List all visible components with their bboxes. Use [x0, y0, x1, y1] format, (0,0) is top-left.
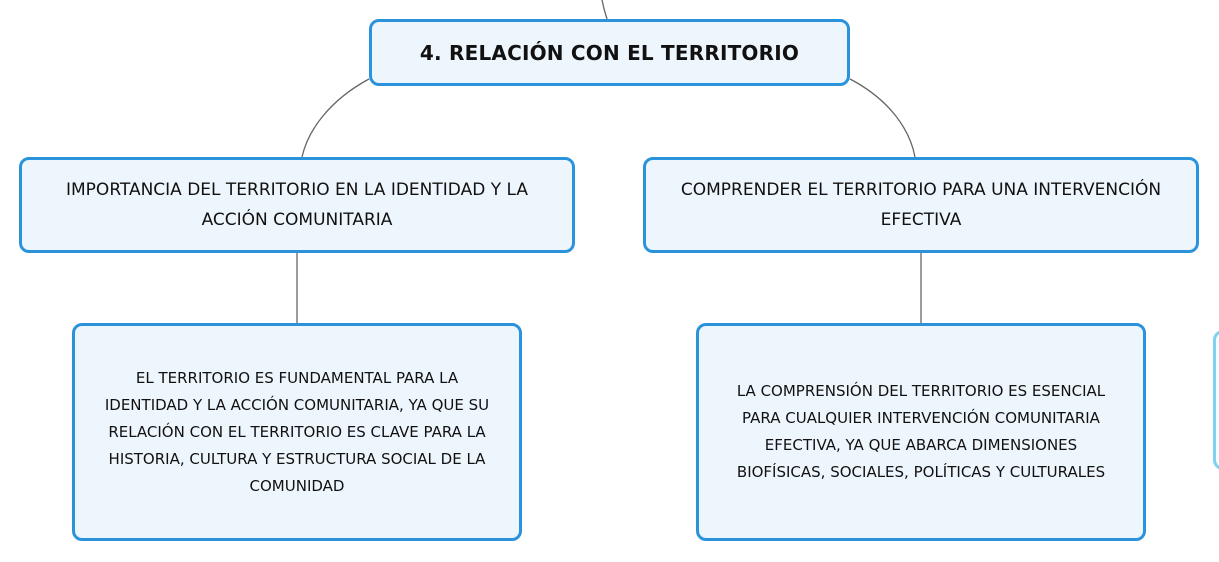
connector-root-to-left-topic — [301, 78, 370, 158]
detail-node-intervention-text: LA COMPRENSIÓN DEL TERRITORIO ES ESENCIA… — [736, 382, 1106, 481]
topic-node-identity[interactable]: IMPORTANCIA DEL TERRITORIO EN LA IDENTID… — [19, 157, 575, 253]
connector-from-parent — [601, 0, 608, 20]
topic-node-intervention-label: COMPRENDER EL TERRITORIO PARA UNA INTERV… — [680, 180, 1162, 230]
detail-node-identity-text: EL TERRITORIO ES FUNDAMENTAL PARA LA IDE… — [104, 368, 490, 495]
connector-root-to-right-topic — [849, 78, 916, 158]
partial-offscreen-node[interactable] — [1213, 330, 1219, 470]
root-node[interactable]: 4. RELACIÓN CON EL TERRITORIO — [369, 19, 850, 86]
topic-node-identity-label: IMPORTANCIA DEL TERRITORIO EN LA IDENTID… — [66, 180, 528, 230]
detail-node-identity[interactable]: EL TERRITORIO ES FUNDAMENTAL PARA LA IDE… — [72, 323, 522, 541]
topic-node-intervention[interactable]: COMPRENDER EL TERRITORIO PARA UNA INTERV… — [643, 157, 1199, 253]
detail-node-intervention[interactable]: LA COMPRENSIÓN DEL TERRITORIO ES ESENCIA… — [696, 323, 1146, 541]
root-node-title: 4. RELACIÓN CON EL TERRITORIO — [419, 40, 800, 65]
